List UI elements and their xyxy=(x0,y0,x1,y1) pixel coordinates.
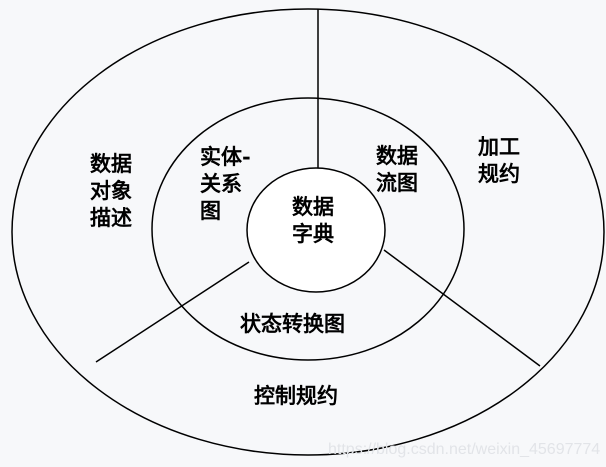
state-transition-label: 状态转换图 xyxy=(240,311,345,336)
outer-ring xyxy=(11,8,605,456)
inner-circle xyxy=(246,167,386,293)
divider-left xyxy=(95,261,250,363)
dfd-label: 数据 流图 xyxy=(376,143,418,195)
data-object-label: 数据 对象 描述 xyxy=(90,151,132,230)
divider-right xyxy=(383,249,541,367)
watermark: https://blog.csdn.net/weixin_45697774 xyxy=(328,441,601,458)
control-spec-label: 控制规约 xyxy=(254,383,338,408)
middle-ring xyxy=(151,97,465,361)
center-label: 数据 字典 xyxy=(292,194,334,246)
er-diagram-label: 实体- 关系 图 xyxy=(200,144,251,223)
process-spec-label: 加工 规约 xyxy=(478,134,520,186)
